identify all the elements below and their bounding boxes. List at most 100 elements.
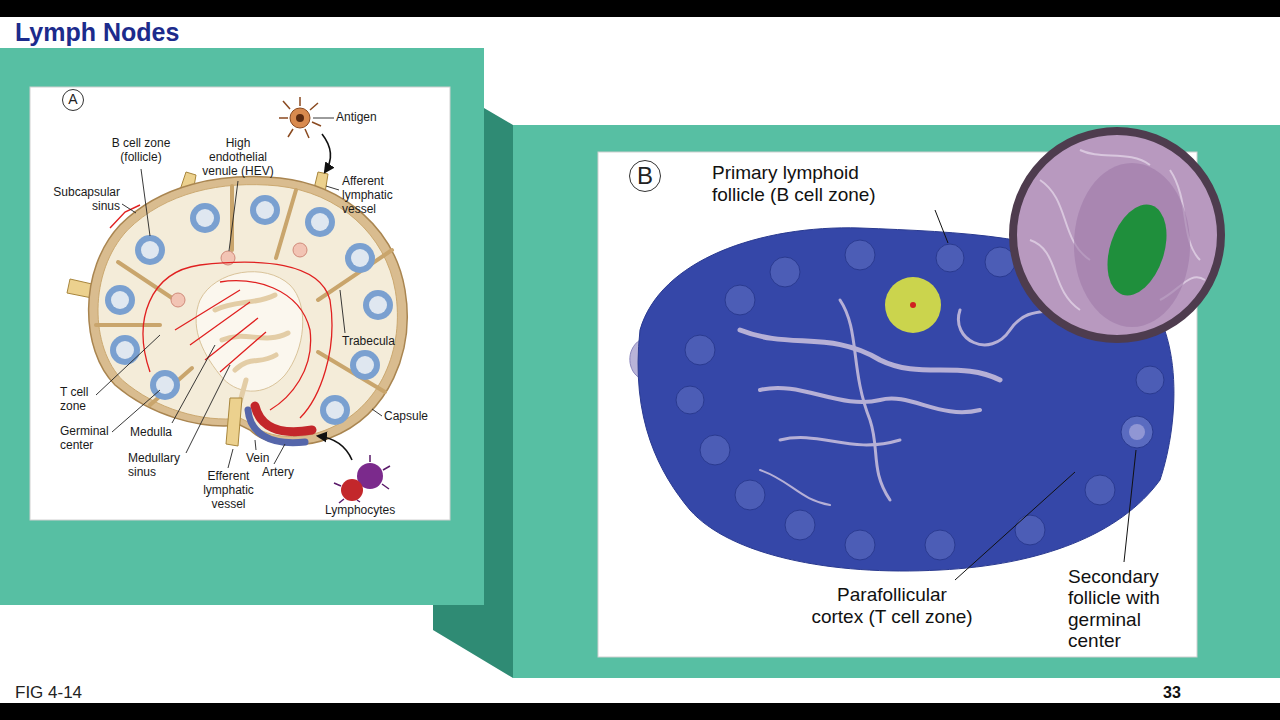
part-label: Trabecula: [342, 335, 395, 349]
antigen: [296, 114, 304, 122]
hev: [293, 243, 307, 257]
medullary-sinus: [840, 300, 890, 500]
part-label: Efferent lymphatic vessel: [196, 470, 261, 511]
follicle: [925, 530, 955, 560]
germinal-center: [196, 209, 214, 227]
leader-line: [955, 472, 1075, 580]
germinal-center: [369, 296, 387, 314]
trabecula: [96, 323, 160, 327]
tissue-fiber: [1080, 150, 1150, 165]
germinal-center: [141, 241, 159, 259]
medullary-sinus: [760, 388, 980, 412]
part-label: Artery: [262, 466, 294, 480]
follicle: [1085, 475, 1115, 505]
follicle: [1136, 366, 1164, 394]
receptor: [334, 455, 390, 503]
follicle: [785, 510, 815, 540]
germinal-center: [116, 341, 134, 359]
leader-line: [228, 449, 233, 468]
leader-line: [255, 440, 256, 450]
trabecula: [150, 368, 192, 405]
flow-arrow: [318, 436, 352, 460]
flow-arrow: [322, 134, 331, 172]
hev: [171, 293, 185, 307]
part-label: T cell zone: [60, 386, 105, 414]
follicle: [725, 285, 755, 315]
follicle: [363, 290, 393, 320]
teal-panel: [0, 48, 484, 605]
part-label: Lymphocytes: [325, 504, 395, 518]
panel-letter: A: [68, 92, 77, 107]
germinal-center: [356, 356, 374, 374]
lymphocyte: [341, 479, 363, 501]
part-label: Medullary sinus: [128, 452, 188, 480]
panel-letter: B: [637, 163, 653, 189]
leader-line: [372, 409, 382, 416]
red-annotation: [175, 290, 266, 372]
medullary-sinus: [760, 470, 830, 505]
germinal-center: [326, 401, 344, 419]
germinal-center: [311, 213, 329, 231]
part-label: Primary lymphoid follicle (B cell zone): [712, 162, 902, 206]
node-capsule: [89, 177, 408, 445]
follicle: [190, 203, 220, 233]
part-label: Germinal center: [60, 425, 120, 453]
follicle: [350, 350, 380, 380]
germinal-center: [351, 249, 369, 267]
leader-line: [274, 444, 285, 464]
tissue-fiber: [1030, 240, 1080, 310]
medullary-cord: [215, 295, 275, 310]
figure-number: FIG 4-14: [15, 683, 82, 703]
follicle: [150, 370, 180, 400]
leader-line: [122, 204, 136, 213]
part-label: High endothelial venule (HEV): [198, 137, 278, 178]
follicle: [676, 386, 704, 414]
leader-line: [96, 335, 160, 395]
antigen-cell: [290, 108, 310, 128]
afferent-vessel: [67, 279, 92, 298]
magnified-inset: [1013, 131, 1221, 339]
follicle: [685, 335, 715, 365]
part-label: Capsule: [384, 410, 428, 424]
part-label: Vein: [246, 452, 269, 466]
figure-frame: [598, 152, 1197, 657]
leader-line: [1124, 450, 1136, 562]
follicle: [770, 257, 800, 287]
follicle: [105, 285, 135, 315]
panel-letter-circle: A: [62, 89, 84, 111]
follicle: [700, 435, 730, 465]
panel-letter-circle: B: [629, 160, 661, 192]
letterbox-bar: [0, 703, 1280, 720]
germinal-center: [1129, 424, 1145, 440]
follicle: [320, 395, 350, 425]
part-label: Subcapsular sinus: [40, 186, 120, 214]
follicle: [845, 530, 875, 560]
follicle: [305, 207, 335, 237]
follicle: [1015, 515, 1045, 545]
part-label: Afferent lymphatic vessel: [342, 175, 412, 216]
leader-line: [229, 181, 238, 251]
medulla: [196, 272, 303, 391]
germinal-center-highlight: [1097, 197, 1177, 303]
figure-number: 33: [1163, 684, 1181, 702]
follicle: [735, 480, 765, 510]
highlight-dot: [885, 277, 941, 333]
teal-panel: [513, 125, 1280, 678]
leader-lines: [96, 118, 382, 468]
follicle: [936, 244, 964, 272]
leader-line: [340, 290, 345, 333]
leader-line: [172, 345, 215, 423]
leader-line: [186, 365, 230, 453]
part-label: Secondary follicle with germinal center: [1068, 566, 1186, 651]
leader-lines: [935, 210, 1136, 580]
follicle: [345, 243, 375, 273]
medullary-sinus: [780, 438, 900, 445]
figure-frame: [30, 87, 450, 520]
cell-process: [279, 97, 321, 138]
part-label: Medulla: [130, 426, 172, 440]
follicle-mantle: [1074, 163, 1190, 327]
artery: [255, 406, 312, 432]
follicle: [845, 240, 875, 270]
